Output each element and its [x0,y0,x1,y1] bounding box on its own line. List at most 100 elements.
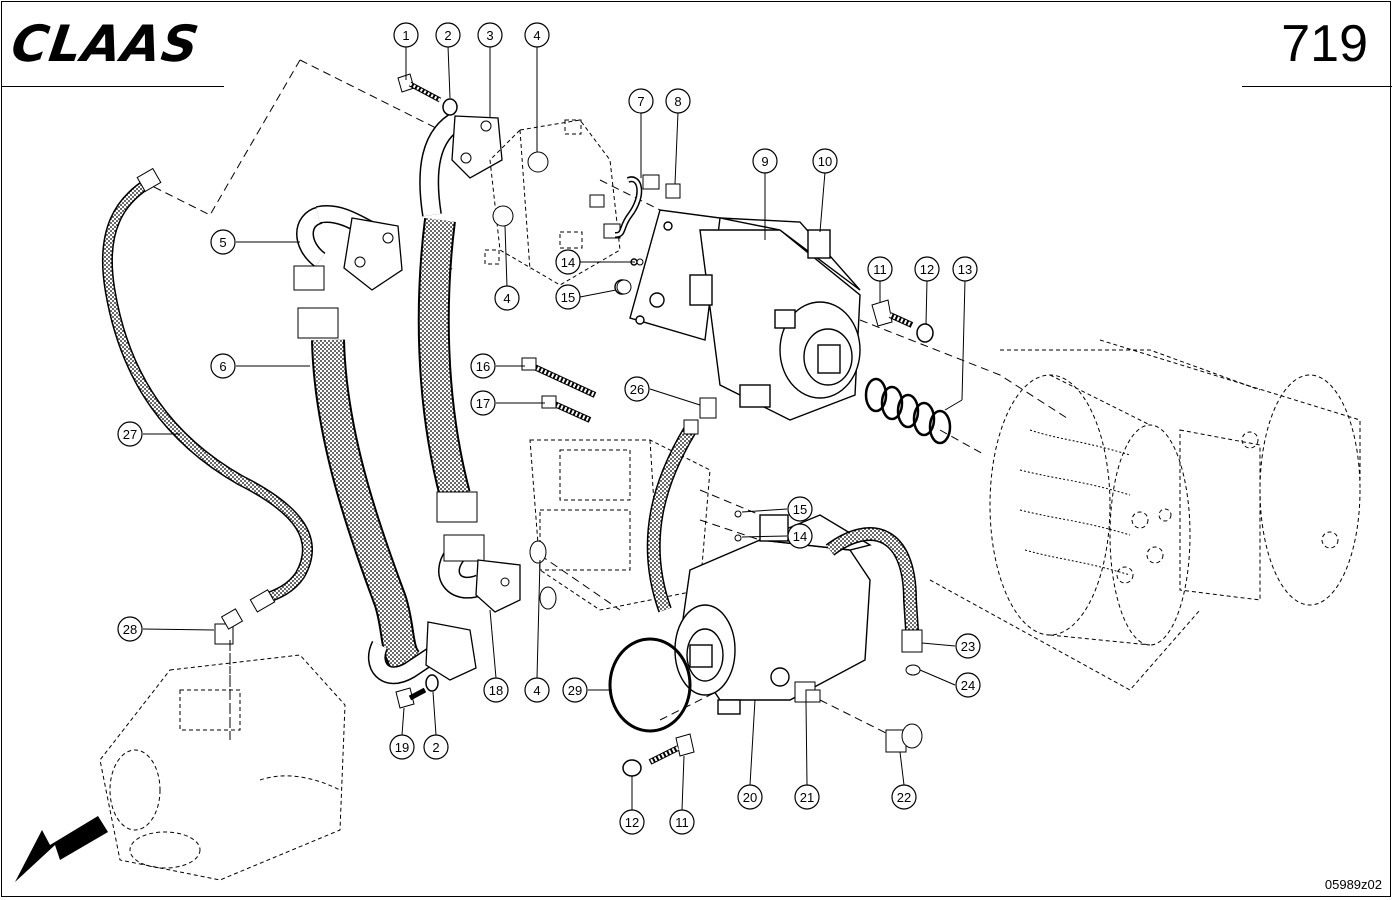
hose-3 [417,111,503,523]
oring-14-top [636,258,644,266]
callout-label: 12 [625,815,639,830]
callout-20: 20 [737,784,763,810]
callout-circle [794,784,820,810]
fitting-21 [794,681,821,703]
callout-9: 9 [752,148,778,174]
oring-4-b [539,586,557,610]
callout-leaders [142,45,966,811]
valve-block [484,119,621,286]
callout-19: 19 [389,734,415,760]
callout-label: 2 [444,28,451,43]
callout-14: 14 [787,523,813,549]
direction-arrow-icon [15,816,108,882]
callout-11: 11 [669,809,695,835]
callout-circle [952,256,978,282]
callout-circle [891,784,917,810]
callout-label: 15 [793,502,807,517]
callout-17: 17 [470,390,496,416]
oring-24 [905,664,921,676]
fitting-sensor [589,174,681,239]
callout-label: 10 [818,154,832,169]
gearbox-assembly [99,640,346,881]
callout-18: 18 [483,677,509,703]
callout-circle [624,376,650,402]
callout-circle [423,734,449,760]
callout-label: 3 [486,28,493,43]
callout-26: 26 [624,376,650,402]
callout-circle [117,421,143,447]
callout-28: 28 [117,616,143,642]
drum-assembly [929,339,1361,691]
callout-label: 4 [533,28,540,43]
callout-circle [524,677,550,703]
callout-4: 4 [524,22,550,48]
callout-circle [665,88,691,114]
callout-circle [812,148,838,174]
callout-circle [210,229,236,255]
callout-label: 5 [219,235,226,250]
callout-circle [389,734,415,760]
callout-4: 4 [524,677,550,703]
oring-4-mid [492,205,514,227]
callout-22: 22 [891,784,917,810]
bolt-11-low [648,733,695,765]
drawing-code: 05989z02 [1324,877,1382,892]
callout-circle [619,809,645,835]
callout-label: 19 [395,740,409,755]
callout-circle [752,148,778,174]
callout-label: 11 [675,815,689,830]
callout-8: 8 [665,88,691,114]
callout-27: 27 [117,421,143,447]
callout-circle [628,88,654,114]
callout-label: 12 [920,262,934,277]
callout-circle [787,496,813,522]
callout-23: 23 [955,633,981,659]
callout-circle [435,22,461,48]
callout-circle [737,784,763,810]
callout-label: 14 [561,255,575,270]
page-number: 719 [1281,15,1368,73]
callout-4: 4 [494,285,520,311]
washer-12-top [916,323,934,343]
middle-valve-assembly [529,439,711,611]
callout-label: 20 [743,790,757,805]
hose-26 [646,397,717,613]
callout-label: 2 [432,740,439,755]
bolts-16-17 [521,357,597,423]
callout-2: 2 [423,734,449,760]
callout-circle [494,285,520,311]
bolt-19 [395,687,427,709]
callout-label: 8 [674,94,681,109]
oring-14-low [734,534,742,542]
pump-20 [674,514,872,715]
callout-circle [524,22,550,48]
callout-16: 16 [470,353,496,379]
callout-circle [483,677,509,703]
callout-1: 1 [393,22,419,48]
callout-circle [555,249,581,275]
callout-label: 24 [961,678,975,693]
callout-10: 10 [812,148,838,174]
elbow-28 [214,608,244,645]
callout-circle [470,390,496,416]
callout-circle [955,672,981,698]
callout-14: 14 [555,249,581,275]
callout-circle [393,22,419,48]
hose-6 [293,205,477,685]
washer-2 [442,98,458,116]
callout-label: 14 [793,529,807,544]
callout-label: 18 [489,683,503,698]
hose-23 [825,527,923,653]
callout-label: 29 [568,683,582,698]
bolt-11-top [871,299,914,328]
callout-label: 26 [630,382,644,397]
flange-18 [438,534,521,613]
callout-3: 3 [477,22,503,48]
callout-12: 12 [619,809,645,835]
callout-circle [867,256,893,282]
oring-4-top [527,151,549,173]
hose-27 [101,167,313,613]
callout-circle [555,284,581,310]
